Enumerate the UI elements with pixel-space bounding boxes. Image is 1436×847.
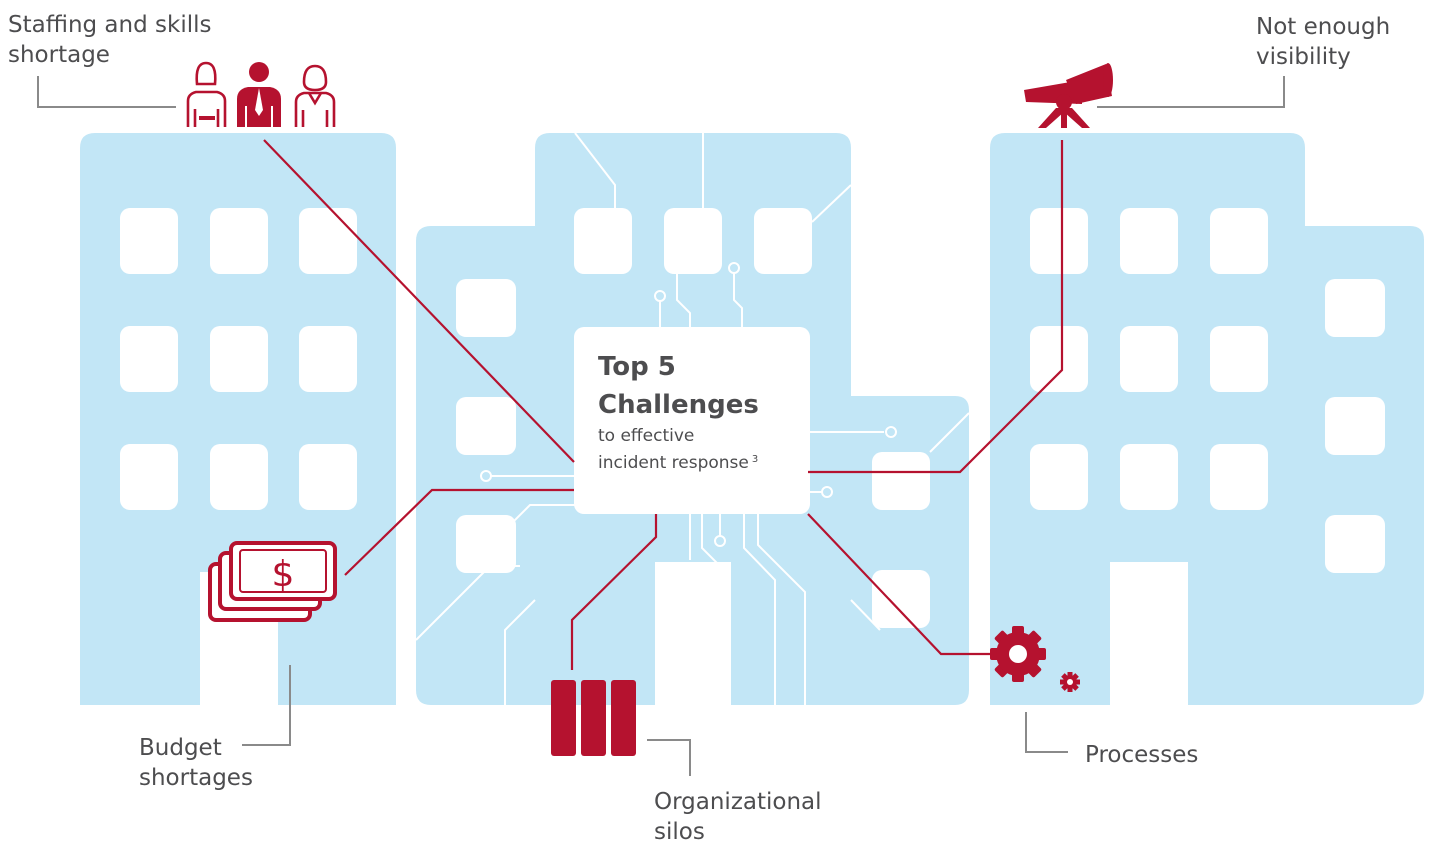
center-text: Top 5 Challenges to effective incident r… <box>598 348 759 475</box>
budget-label-line2: shortages <box>139 765 253 791</box>
visibility-label-line1: Not enough <box>1256 14 1391 40</box>
silos-label: Organizational silos <box>654 787 822 847</box>
windows <box>120 208 1385 628</box>
right-building <box>990 133 1305 705</box>
center-subtitle-text: incident response <box>598 453 749 473</box>
center-box <box>574 327 810 514</box>
people-icon <box>186 61 336 127</box>
visibility-connector <box>808 140 1064 474</box>
processes-leader <box>1025 712 1068 753</box>
visibility-label: Not enough visibility <box>1256 12 1390 72</box>
visibility-label-line2: visibility <box>1256 44 1351 70</box>
processes-connector <box>807 513 990 656</box>
center-title-line2: Challenges <box>598 390 759 420</box>
center-right-building <box>851 396 969 705</box>
connector-lines <box>263 139 1064 670</box>
footnote-marker: 3 <box>751 454 759 465</box>
budget-label-line1: Budget <box>139 735 222 761</box>
silos-icon <box>551 680 636 756</box>
staffing-label-line2: shortage <box>8 42 110 68</box>
processes-label: Processes <box>1085 740 1198 770</box>
staffing-leader <box>37 76 176 108</box>
telescope-icon <box>1024 63 1113 128</box>
budget-leader <box>242 665 291 746</box>
money-icon: $ <box>208 541 337 622</box>
visibility-leader <box>1097 76 1285 108</box>
center-subtitle-line1: to effective <box>598 426 695 446</box>
silos-leader <box>647 739 691 776</box>
silos-label-line2: silos <box>654 819 705 845</box>
budget-connector <box>344 488 574 576</box>
staffing-connector <box>263 139 575 463</box>
silos-label-line1: Organizational <box>654 789 822 815</box>
svg-text:$: $ <box>272 554 295 595</box>
leader-lines <box>37 76 1285 776</box>
gears-icon <box>990 626 1080 692</box>
far-right-building <box>1305 226 1424 705</box>
center-title-line1: Top 5 <box>598 352 676 382</box>
staffing-label-line1: Staffing and skills <box>8 12 212 38</box>
silos-connector <box>570 514 658 670</box>
staffing-label: Staffing and skills shortage <box>8 10 211 70</box>
processes-label-line1: Processes <box>1085 742 1199 768</box>
budget-label: Budget shortages <box>139 733 253 793</box>
center-left-building <box>416 226 550 705</box>
